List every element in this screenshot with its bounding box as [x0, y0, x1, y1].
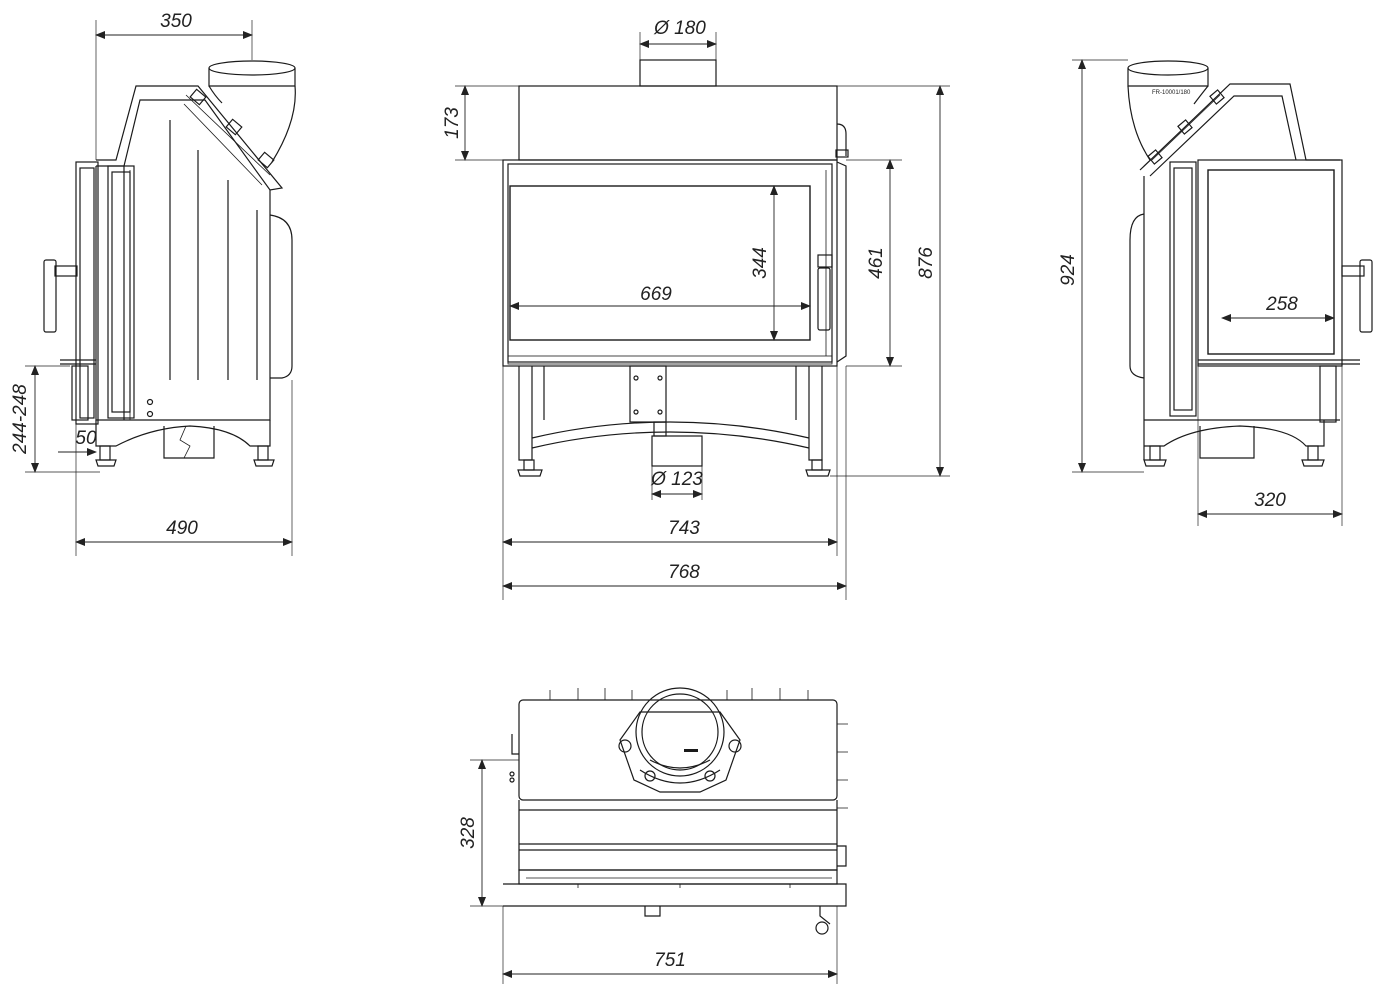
dim-flue-diameter: Ø 180 [653, 18, 706, 39]
dim-total-width: 768 [668, 562, 700, 583]
side-door-handle [1341, 259, 1373, 333]
front-view: Ø 180 [442, 18, 950, 600]
dim-side-top-depth: 350 [160, 11, 192, 32]
flue-collar [208, 60, 296, 163]
dim-door-height: 461 [866, 247, 887, 279]
dim-glass-width: 669 [640, 284, 672, 305]
dim-side-width: 320 [1254, 490, 1286, 511]
flue-label: FR-10001/180 [1152, 90, 1191, 96]
dim-top-width: 751 [654, 950, 686, 971]
dim-side-glass-width: 258 [1265, 294, 1298, 315]
dim-total-height: 876 [916, 247, 937, 279]
right-side-view: FR-10001/180 [1058, 59, 1373, 526]
top-view: 328 751 [458, 687, 848, 984]
dim-leg-height: 244-248 [10, 384, 31, 455]
dim-glass-height: 344 [750, 247, 771, 279]
dim-right-total-height: 924 [1058, 254, 1079, 286]
door-handle [43, 259, 78, 333]
dim-air-inlet-diameter: Ø 123 [650, 469, 703, 490]
dim-leg-inset: 50 [75, 428, 97, 449]
dim-total-depth: 490 [166, 518, 198, 539]
front-door-handle [817, 254, 833, 331]
dim-top-depth: 328 [458, 817, 479, 849]
left-side-view: 350 244-248 50 490 [10, 11, 296, 556]
dim-body-width: 743 [668, 518, 700, 539]
top-flue-flange [618, 687, 742, 793]
dim-top-height: 173 [442, 107, 463, 139]
